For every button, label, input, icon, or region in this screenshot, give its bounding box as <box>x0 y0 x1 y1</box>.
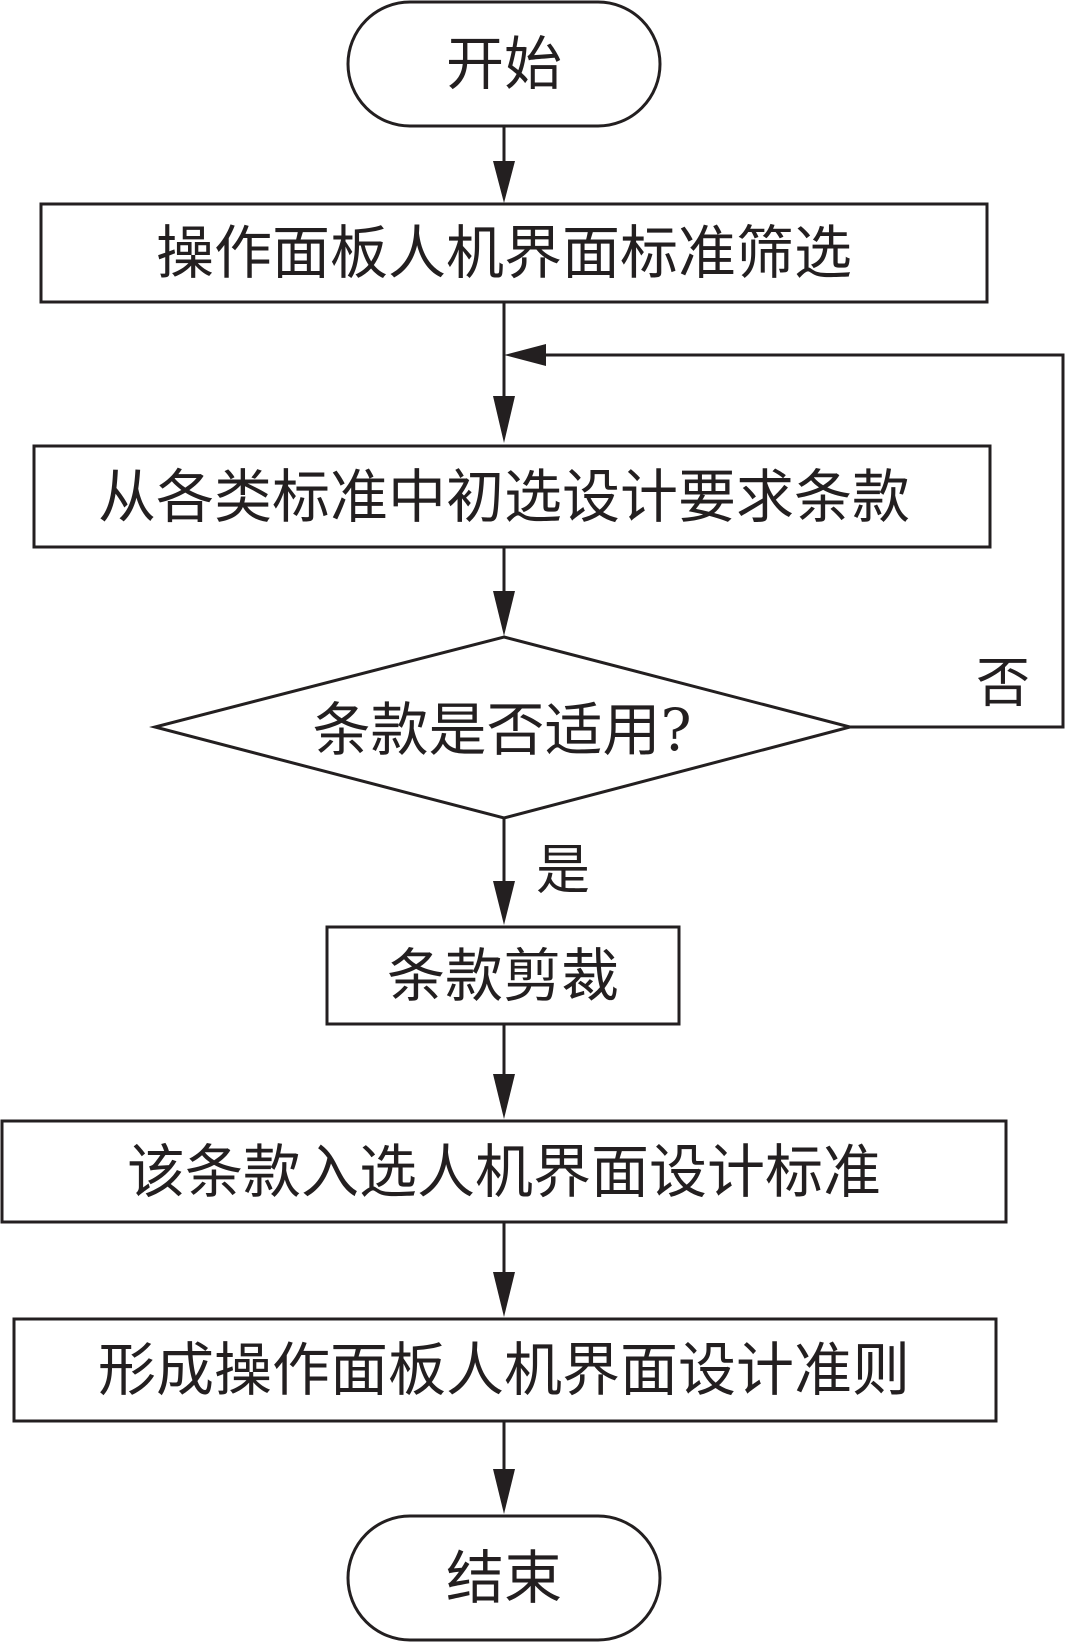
step5-node: 形成操作面板人机界面设计准则 <box>12 1317 998 1423</box>
decision-node: 条款是否适用? <box>149 635 856 820</box>
edge-step2-to-decision <box>493 547 515 636</box>
step5-label: 形成操作面板人机界面设计准则 <box>98 1336 910 1404</box>
step3-node: 条款剪裁 <box>325 925 681 1026</box>
edge-step4-to-step5 <box>493 1222 515 1317</box>
end-node: 结束 <box>346 1514 662 1642</box>
yes-label: 是 <box>536 839 590 902</box>
edge-start-to-step1 <box>493 126 515 203</box>
no-label: 否 <box>976 652 1030 715</box>
edge-decision-to-step3 <box>493 818 515 925</box>
step2-node: 从各类标准中初选设计要求条款 <box>32 444 992 549</box>
step1-label: 操作面板人机界面标准筛选 <box>156 219 852 287</box>
edge-no-loop <box>504 344 1065 729</box>
step2-label: 从各类标准中初选设计要求条款 <box>98 463 910 531</box>
step3-label: 条款剪裁 <box>387 942 619 1010</box>
step1-node: 操作面板人机界面标准筛选 <box>39 202 989 304</box>
step4-label: 该条款入选人机界面设计标准 <box>127 1138 881 1206</box>
edge-step1-to-step2 <box>493 302 515 443</box>
end-label: 结束 <box>446 1544 562 1612</box>
start-label: 开始 <box>446 30 562 98</box>
edge-step3-to-step4 <box>493 1024 515 1119</box>
step4-node: 该条款入选人机界面设计标准 <box>0 1119 1008 1224</box>
edge-step5-to-end <box>493 1421 515 1514</box>
decision-label: 条款是否适用? <box>312 696 691 764</box>
start-node: 开始 <box>346 0 662 128</box>
